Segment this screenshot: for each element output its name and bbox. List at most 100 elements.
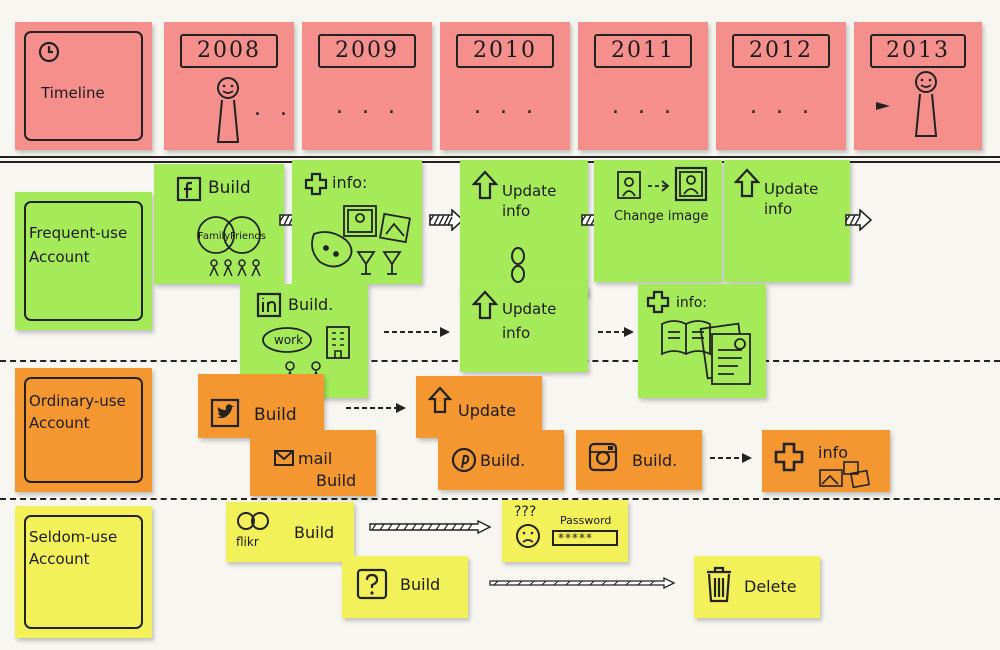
update-info-note-2012: Update info	[724, 160, 850, 282]
ordinary-seldom-divider	[0, 498, 1000, 500]
year-label: 2009	[318, 34, 416, 68]
trash-icon	[707, 566, 731, 603]
hatched-arrow-icon	[429, 209, 464, 231]
update-info-label-line2: info	[502, 202, 531, 220]
dashed-arrow-icon	[346, 403, 406, 413]
change-image-note: Change image	[594, 160, 722, 282]
twitter-icon	[210, 398, 240, 428]
update-label: Update	[458, 401, 516, 420]
instagram-build-note: Build.	[576, 430, 702, 490]
timeline-dots: . . .	[750, 94, 815, 119]
password-stars: *****	[558, 531, 593, 545]
people-group-icon	[209, 259, 261, 277]
dashed-arrow-icon	[598, 327, 634, 337]
circles-icon	[197, 216, 261, 254]
person-icon	[216, 77, 240, 143]
timeline-category-note: Timeline	[15, 22, 152, 150]
update-info-label-line1: Update	[502, 300, 557, 318]
hatched-arrow-icon	[369, 520, 492, 534]
family-label: Family	[198, 231, 231, 242]
facebook-icon	[176, 176, 202, 202]
link-chain-icon	[511, 247, 525, 283]
question-marks: ???	[514, 504, 537, 520]
seldom-label-line1: Seldom-use	[29, 528, 118, 546]
update-info-label-line1: Update	[502, 182, 557, 200]
linkedin-update-info-note: Update info	[460, 286, 588, 372]
year-note-2009: 2009 . . .	[302, 22, 432, 150]
hatched-arrow-icon	[845, 209, 872, 231]
frequent-label-line2: Account	[29, 248, 90, 266]
linkedin-info-add-note: info:	[638, 284, 766, 398]
pinterest-icon	[451, 447, 477, 473]
change-image-label: Change image	[614, 209, 709, 224]
year-label: 2012	[732, 34, 830, 68]
timeline-divider-line	[0, 156, 1000, 158]
photo-stack-icon	[819, 461, 871, 489]
upload-arrow-icon	[472, 170, 498, 200]
twitter-update-note: Update	[416, 376, 542, 438]
update-info-label-line1: Update	[764, 180, 819, 198]
upload-arrow-icon	[428, 386, 452, 414]
year-label: 2008	[180, 34, 278, 68]
flickr-build-label: Build	[294, 523, 335, 542]
gmail-build-note: mail Build	[250, 430, 376, 496]
dashed-arrow-icon	[384, 327, 450, 337]
year-note-2013: 2013	[854, 22, 982, 150]
arrow-pointer-icon	[876, 102, 890, 110]
pinterest-build-note: Build.	[438, 430, 564, 490]
upload-arrow-icon	[734, 168, 760, 198]
linkedin-build-label: Build.	[288, 295, 334, 314]
timeline-dots: . . .	[612, 94, 677, 119]
work-label: work	[274, 333, 304, 347]
dashed-arrow-icon	[710, 453, 752, 463]
ordinary-category-note: Ordinary-use Account	[15, 368, 152, 492]
instagram-build-label: Build.	[632, 451, 678, 470]
password-label: Password	[560, 514, 612, 527]
update-info-label-line2: info	[764, 200, 793, 218]
timeline-dots: . . .	[474, 94, 539, 119]
twitter-build-note: Build	[198, 374, 324, 438]
ordinary-label-line1: Ordinary-use	[29, 392, 126, 410]
linkedin-icon	[256, 292, 282, 318]
update-info-label-line2: info	[502, 324, 531, 342]
twitter-build-label: Build	[254, 405, 297, 425]
instagram-icon	[588, 442, 618, 472]
forgot-password-note: ??? Password *****	[502, 500, 628, 562]
note-frame	[24, 515, 143, 629]
plus-icon	[646, 290, 670, 314]
photos-and-places-icon	[311, 205, 411, 275]
facebook-info-add-note: info:	[292, 160, 422, 284]
facebook-build-label: Build	[208, 178, 251, 198]
frequent-label-line1: Frequent-use	[29, 224, 128, 242]
instagram-info-add-note: info	[762, 430, 890, 492]
note-frame	[24, 31, 143, 141]
frequent-category-note: Frequent-use Account	[15, 192, 152, 330]
year-note-2010: 2010 . . .	[440, 22, 570, 150]
plus-icon	[774, 442, 804, 472]
timeline-title: Timeline	[41, 84, 105, 102]
note-frame	[24, 201, 143, 321]
gmail-build-label: Build	[316, 471, 357, 490]
unknown-build-label: Build	[400, 575, 441, 594]
year-label: 2011	[594, 34, 692, 68]
flickr-icon	[237, 512, 269, 530]
person-icon	[914, 71, 938, 137]
timeline-dots: . .	[254, 96, 293, 121]
year-note-2012: 2012 . . .	[716, 22, 846, 150]
change-image-icon	[617, 166, 708, 202]
pinterest-build-label: Build.	[480, 451, 526, 470]
unknown-build-note: Build	[342, 556, 468, 618]
year-label: 2010	[456, 34, 554, 68]
flickr-build-note: flikr Build	[226, 502, 354, 562]
gmail-label: mail	[298, 449, 333, 468]
timeline-dots: . . .	[336, 94, 401, 119]
year-note-2008: 2008 . .	[164, 22, 294, 150]
year-note-2011: 2011 . . .	[578, 22, 708, 150]
speech-bubble-icon	[262, 327, 312, 353]
friends-label: Friends	[230, 231, 266, 242]
password-field: *****	[552, 530, 618, 546]
office-building-icon	[326, 326, 350, 359]
clock-icon	[38, 41, 60, 63]
update-info-note-2010: Update info	[460, 160, 588, 296]
flickr-label: flikr	[236, 535, 259, 549]
